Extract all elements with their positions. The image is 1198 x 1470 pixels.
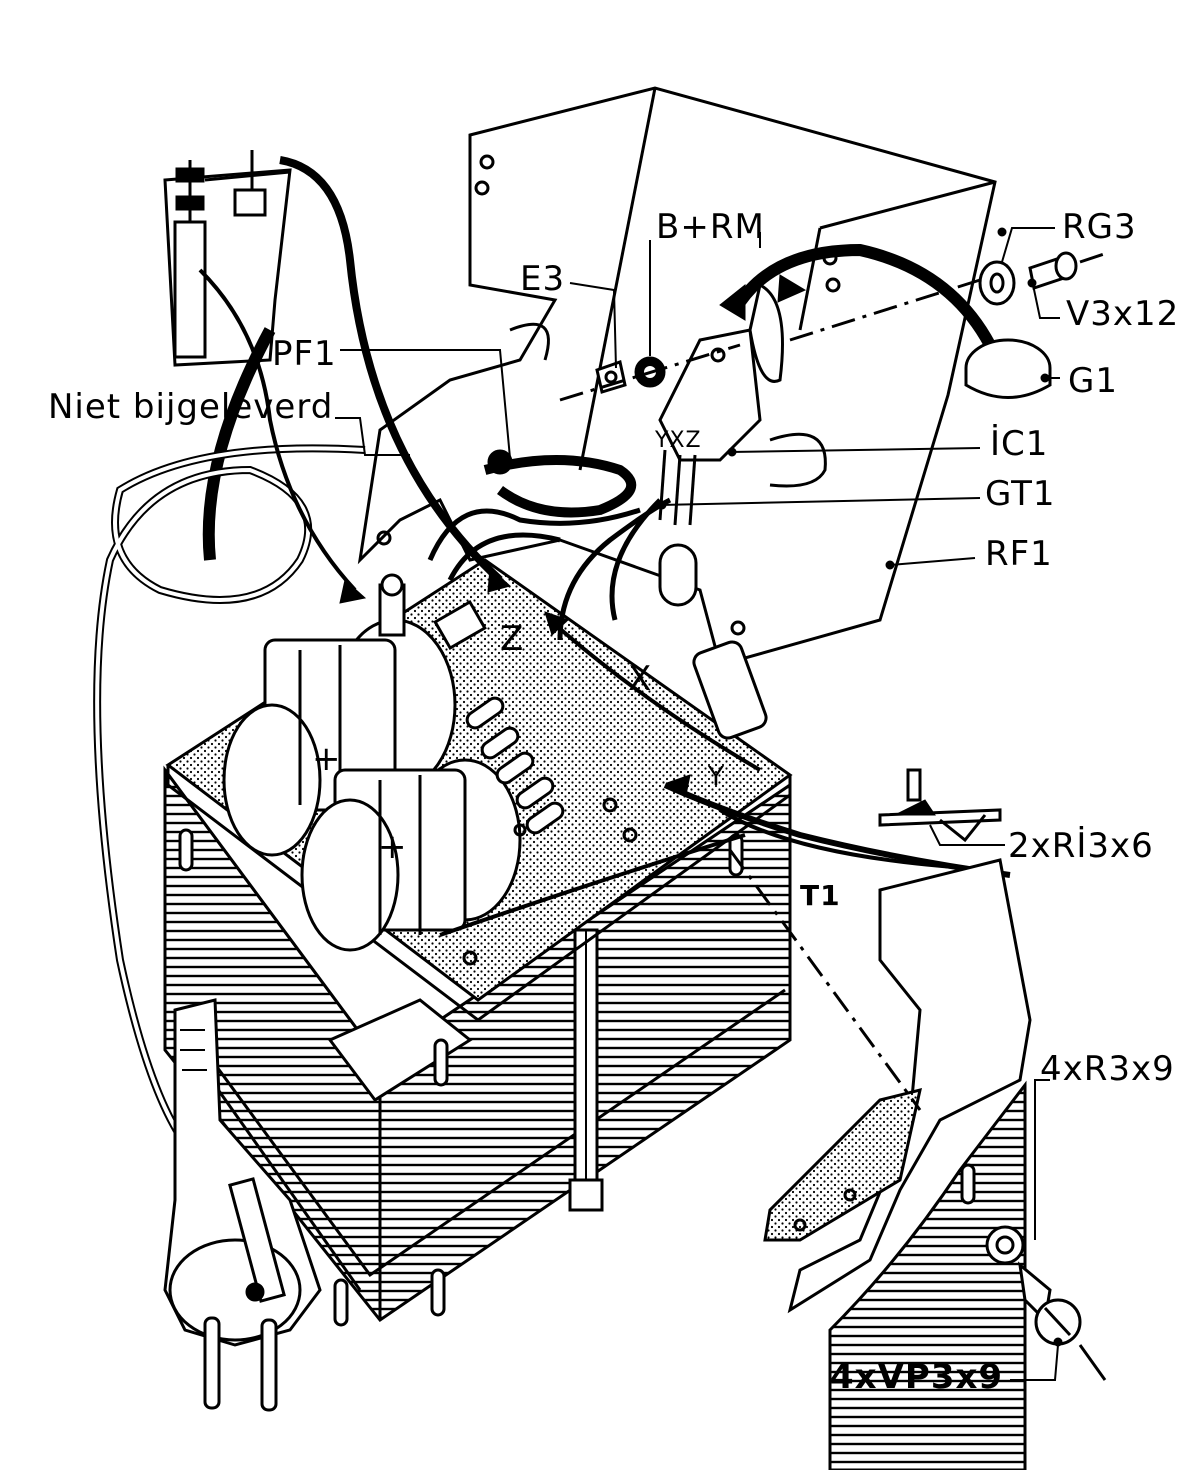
cap-g1 — [964, 338, 1052, 399]
svg-text:+: + — [378, 827, 408, 867]
centre-line-rg3 — [789, 278, 981, 342]
washer-rg3 — [978, 260, 1016, 306]
label-e3: E3 — [520, 259, 565, 299]
board-label-y: Y — [707, 762, 725, 792]
screw-2xri3x6 — [878, 768, 1002, 843]
capacitor-2: + — [300, 758, 522, 952]
label-ic1: İC1 — [990, 424, 1048, 464]
callout-labels: Niet bijgeleverd PF1 E3 B+RM RG3 V3x12 G… — [48, 207, 1179, 1397]
mains-plug — [163, 998, 322, 1412]
label-pf1: PF1 — [272, 334, 337, 374]
fuse-holder-pf1 — [163, 150, 292, 367]
label-2xri3x6: 2xRİ3x6 — [1008, 826, 1154, 866]
resistors — [465, 696, 565, 835]
label-g1: G1 — [1068, 361, 1118, 401]
ic-pin-labels: YXZ — [654, 428, 702, 453]
label-4xr3x9: 4xR3x9 — [1040, 1049, 1175, 1089]
label-b-rm: B+RM — [656, 207, 765, 247]
centre-line-e3 — [559, 343, 741, 402]
label-t1: T1 — [800, 879, 841, 912]
label-niet-bijgeleverd: Niet bijgeleverd — [48, 387, 333, 427]
wiring — [198, 156, 1011, 937]
label-rg3: RG3 — [1062, 207, 1137, 247]
label-gt1: GT1 — [985, 474, 1056, 514]
board-label-z: Z — [500, 619, 524, 659]
label-rf1: RF1 — [985, 534, 1053, 574]
svg-text:+: + — [312, 739, 342, 779]
label-4xvp3x9: 4xVP3x9 — [830, 1357, 1003, 1397]
screw-e3 — [595, 360, 627, 394]
mains-cable — [93, 327, 366, 1153]
screw-v3x12 — [1028, 250, 1111, 290]
centre-line-t1 — [728, 849, 922, 1111]
capacitor-1: + — [222, 618, 457, 857]
label-v3x12: V3x12 — [1066, 294, 1179, 334]
side-bracket — [763, 858, 1107, 1470]
leader-lines — [335, 227, 1063, 1381]
regulator-ic1: YXZ — [654, 243, 996, 526]
printed-circuit-board: + + Z X Y — [165, 543, 793, 1022]
